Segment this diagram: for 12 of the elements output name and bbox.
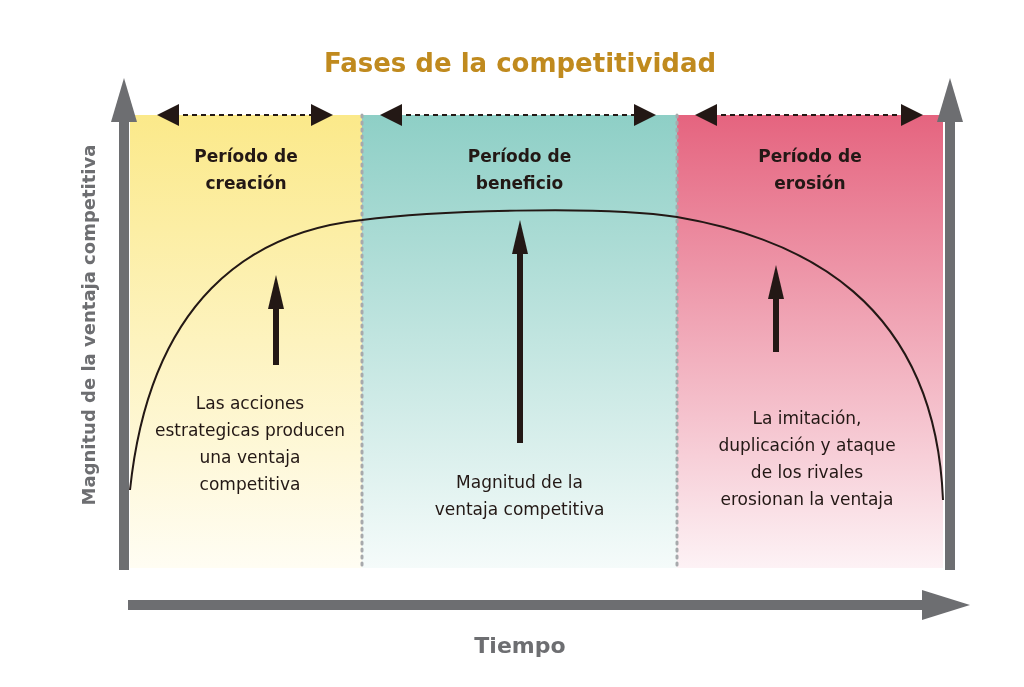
erosion-period-band xyxy=(677,115,943,568)
phase-description: Magnitud de la ventaja competitiva xyxy=(433,471,606,521)
creation-period-band xyxy=(130,115,362,568)
phase-heading: Período de creación xyxy=(193,145,299,195)
benefit-period-band xyxy=(362,115,677,568)
phase-description: Las acciones estrategicas producen una ventaja competitiva xyxy=(154,392,346,496)
diagram-title: Fases de la competitividad xyxy=(322,48,718,78)
phase-heading: Período de erosión xyxy=(757,145,863,195)
phase-description: La imitación, duplicación y ataque de los rivales erosionan la ventaja xyxy=(717,407,897,511)
phase-heading: Período de beneficio xyxy=(466,145,573,195)
axis-title: Magnitud de la ventaja competitiva xyxy=(77,144,99,506)
axis-title: Tiempo xyxy=(474,632,566,658)
